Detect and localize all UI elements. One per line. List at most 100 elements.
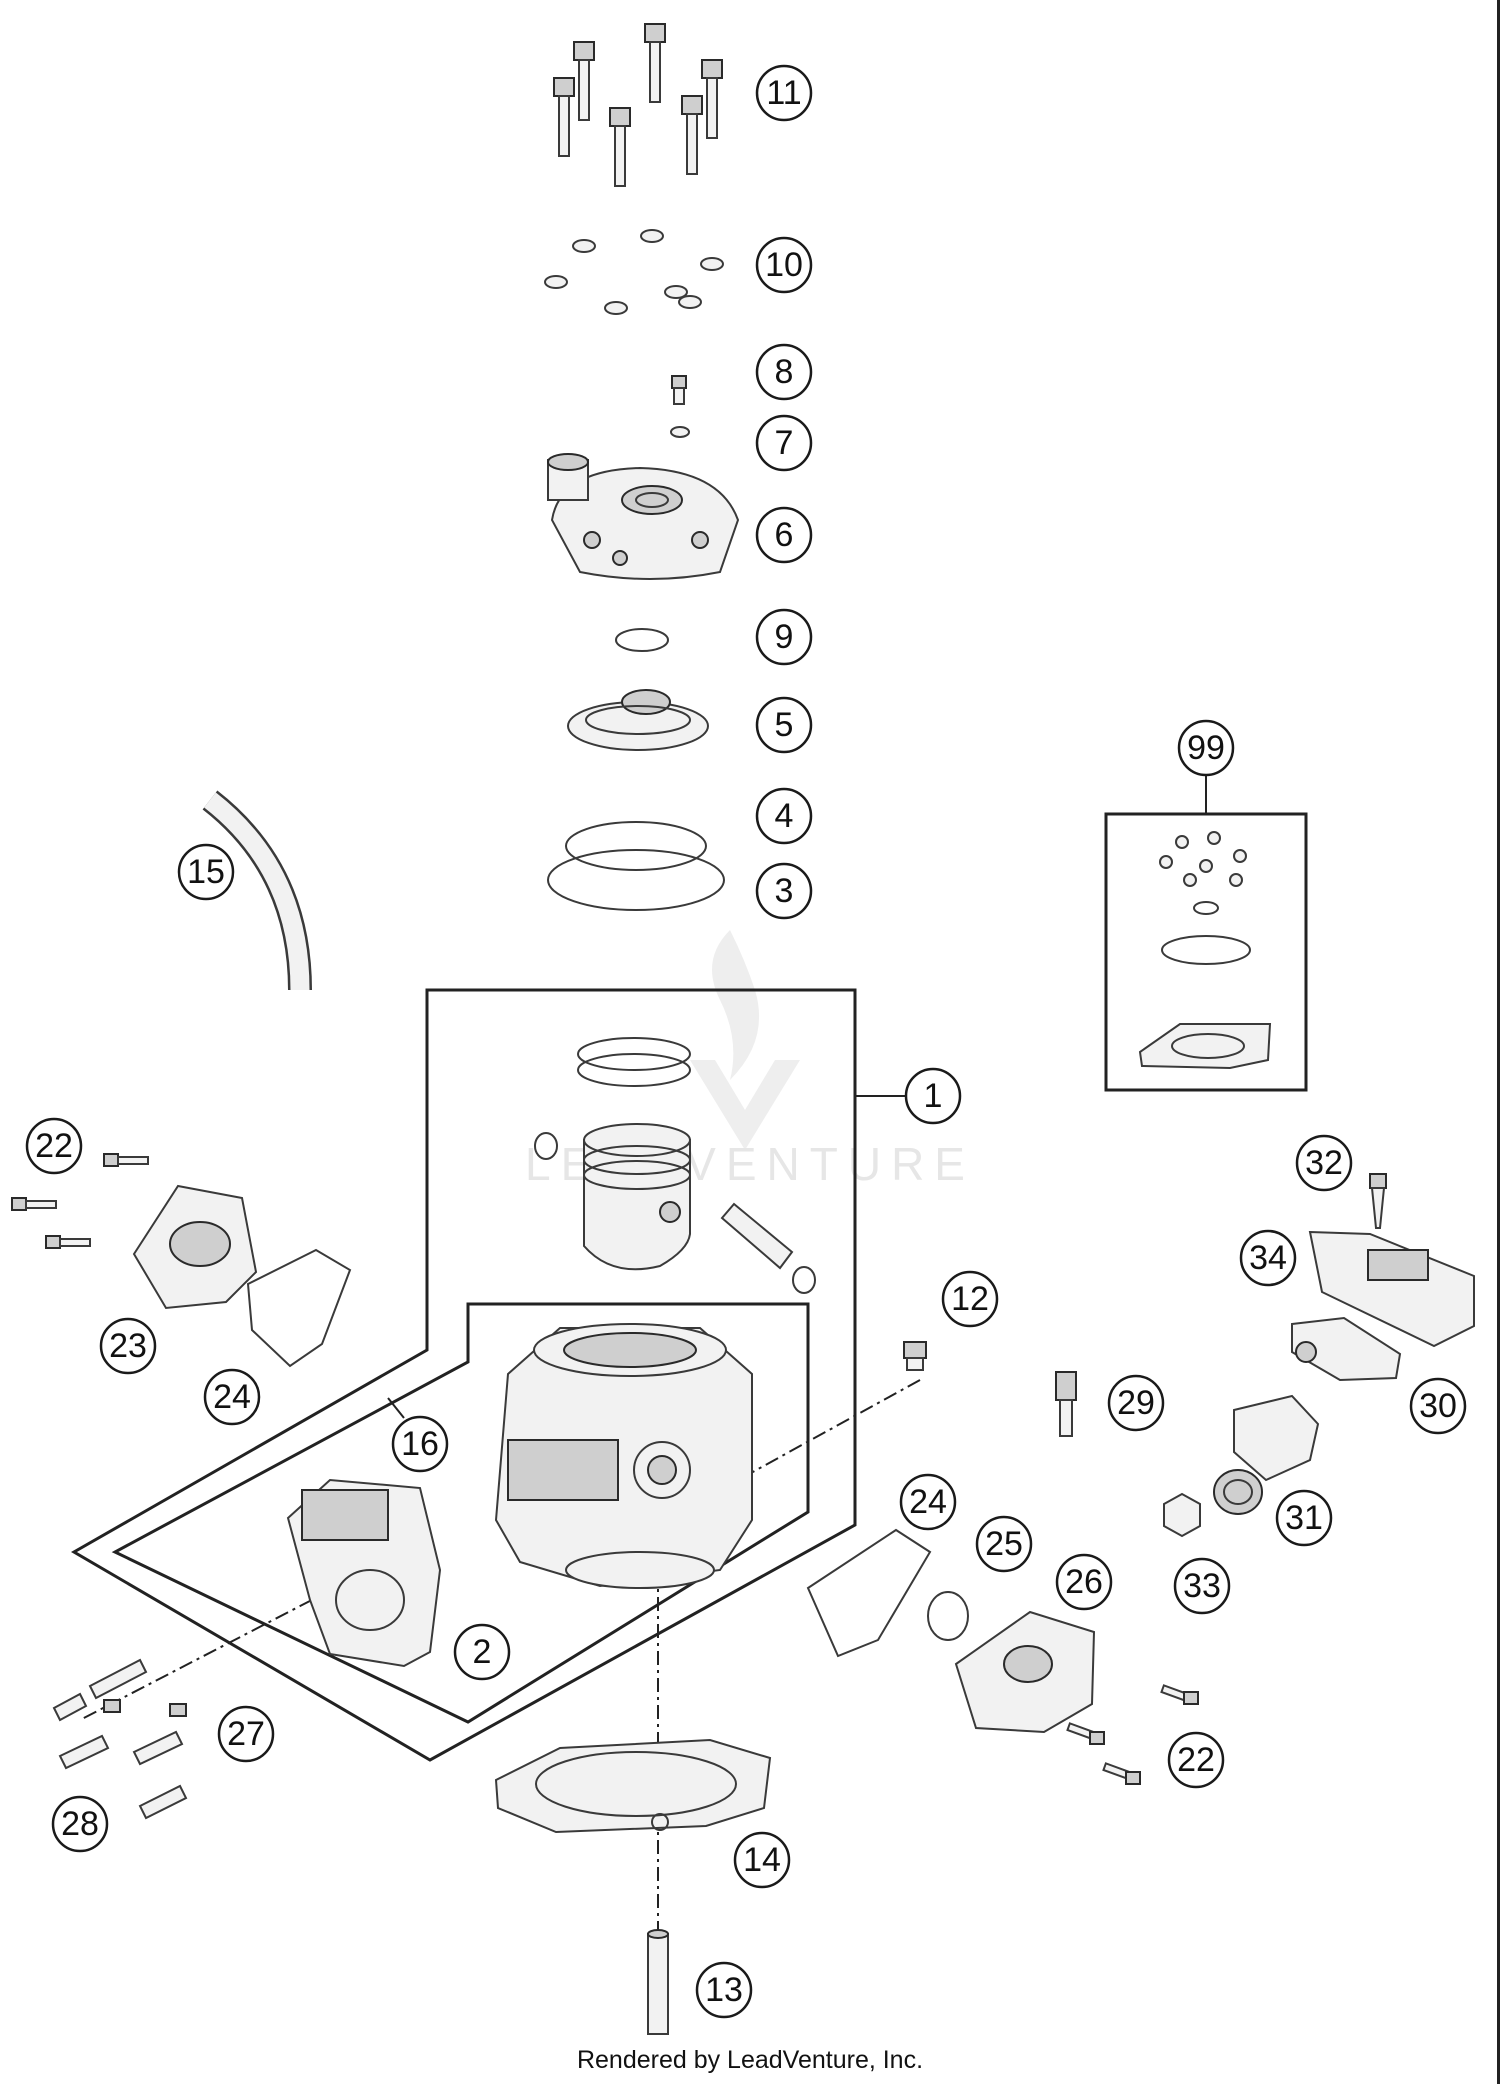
svg-text:2: 2 (473, 1633, 492, 1671)
nut-33 (1163, 1492, 1201, 1538)
callout-27: 27 (217, 1705, 275, 1763)
leader-16 (387, 1397, 405, 1419)
callout-26: 26 (1055, 1553, 1113, 1611)
svg-text:25: 25 (985, 1525, 1023, 1563)
svg-text:27: 27 (227, 1715, 265, 1753)
callout-9: 9 (755, 608, 813, 666)
callout-22-left: 22 (25, 1117, 83, 1175)
callout-32: 32 (1295, 1134, 1353, 1192)
callout-11: 11 (755, 64, 813, 122)
callout-13: 13 (695, 1961, 753, 2019)
svg-text:7: 7 (775, 424, 794, 462)
bolts-22-right (1066, 1684, 1199, 1785)
svg-text:1: 1 (924, 1077, 943, 1115)
screw-32 (1369, 1173, 1387, 1229)
throttle-31 (1213, 1394, 1320, 1515)
svg-text:32: 32 (1305, 1144, 1343, 1182)
callout-99: 99 (1177, 719, 1235, 777)
callout-3: 3 (755, 862, 813, 920)
svg-text:22: 22 (1177, 1741, 1215, 1779)
cylinder (494, 1323, 753, 1589)
gasket-24-left (246, 1248, 352, 1368)
dash-12 (719, 1379, 921, 1491)
svg-text:10: 10 (765, 246, 803, 284)
svg-text:29: 29 (1117, 1384, 1155, 1422)
callout-2: 2 (453, 1623, 511, 1681)
circlip-right (792, 1266, 816, 1294)
footer-credit: Rendered by LeadVenture, Inc. (576, 2046, 924, 2074)
callout-25: 25 (975, 1515, 1033, 1573)
callout-6: 6 (755, 506, 813, 564)
svg-text:6: 6 (775, 516, 794, 554)
svg-text:26: 26 (1065, 1563, 1103, 1601)
callout-34: 34 (1239, 1229, 1297, 1287)
svg-text:24: 24 (909, 1483, 947, 1521)
screw-8 (671, 375, 687, 405)
o-ring-3 (547, 849, 725, 911)
svg-text:28: 28 (61, 1805, 99, 1843)
watermark-v-icon (690, 1060, 800, 1150)
base-gasket (494, 1738, 772, 1834)
washers (544, 229, 724, 315)
svg-text:9: 9 (775, 618, 794, 656)
svg-text:33: 33 (1183, 1567, 1221, 1605)
piston-pin (720, 1202, 794, 1270)
circlip-left (534, 1132, 558, 1160)
control-unit-34 (1308, 1230, 1475, 1348)
svg-text:4: 4 (775, 797, 794, 835)
svg-text:22: 22 (35, 1127, 73, 1165)
svg-text:8: 8 (775, 353, 794, 391)
callout-10: 10 (755, 236, 813, 294)
callout-31: 31 (1275, 1489, 1333, 1547)
callout-33: 33 (1173, 1557, 1231, 1615)
reed-valve (286, 1478, 442, 1668)
svg-text:31: 31 (1285, 1499, 1323, 1537)
callout-15: 15 (177, 843, 235, 901)
o-ring-9 (615, 628, 669, 652)
nut-12 (903, 1341, 927, 1371)
sensor-29 (1055, 1371, 1077, 1437)
callout-23: 23 (99, 1317, 157, 1375)
svg-text:34: 34 (1249, 1239, 1287, 1277)
o-ring-25 (927, 1591, 969, 1641)
exhaust-cover-right (954, 1610, 1096, 1734)
cylinder-frame-16 (111, 1302, 810, 1724)
callout-29: 29 (1107, 1374, 1165, 1432)
seal-7 (670, 426, 690, 438)
svg-text:5: 5 (775, 706, 794, 744)
svg-text:13: 13 (705, 1971, 743, 2009)
callout-7: 7 (755, 414, 813, 472)
exhaust-cover-left (132, 1184, 258, 1310)
callout-16: 16 (391, 1415, 449, 1473)
actuator-30 (1291, 1316, 1402, 1382)
callout-12: 12 (941, 1270, 999, 1328)
svg-text:12: 12 (951, 1280, 989, 1318)
svg-text:24: 24 (213, 1378, 251, 1416)
callout-4: 4 (755, 787, 813, 845)
svg-text:30: 30 (1419, 1387, 1457, 1425)
callout-22-right: 22 (1167, 1731, 1225, 1789)
kit-99-contents (1138, 831, 1272, 1070)
svg-text:16: 16 (401, 1425, 439, 1463)
bolts-22-left (11, 1153, 149, 1249)
callout-24-left: 24 (203, 1368, 261, 1426)
combustion-insert (567, 689, 709, 751)
callout-28: 28 (51, 1795, 109, 1853)
o-ring-4 (565, 821, 707, 871)
cylinder-head-bolts (553, 23, 723, 187)
svg-text:99: 99 (1187, 729, 1225, 767)
callout-8: 8 (755, 343, 813, 401)
dowel-13 (647, 1929, 669, 2035)
svg-text:23: 23 (109, 1327, 147, 1365)
watermark-logo-icon (712, 930, 760, 1080)
page-edge (1497, 0, 1500, 2084)
callout-14: 14 (733, 1831, 791, 1889)
callout-5: 5 (755, 696, 813, 754)
callout-24-right: 24 (899, 1473, 957, 1531)
svg-text:15: 15 (187, 853, 225, 891)
cylinder-head (547, 453, 740, 580)
dash-2 (79, 1574, 361, 1721)
svg-text:11: 11 (766, 74, 801, 112)
gasket-24-right (806, 1528, 932, 1658)
